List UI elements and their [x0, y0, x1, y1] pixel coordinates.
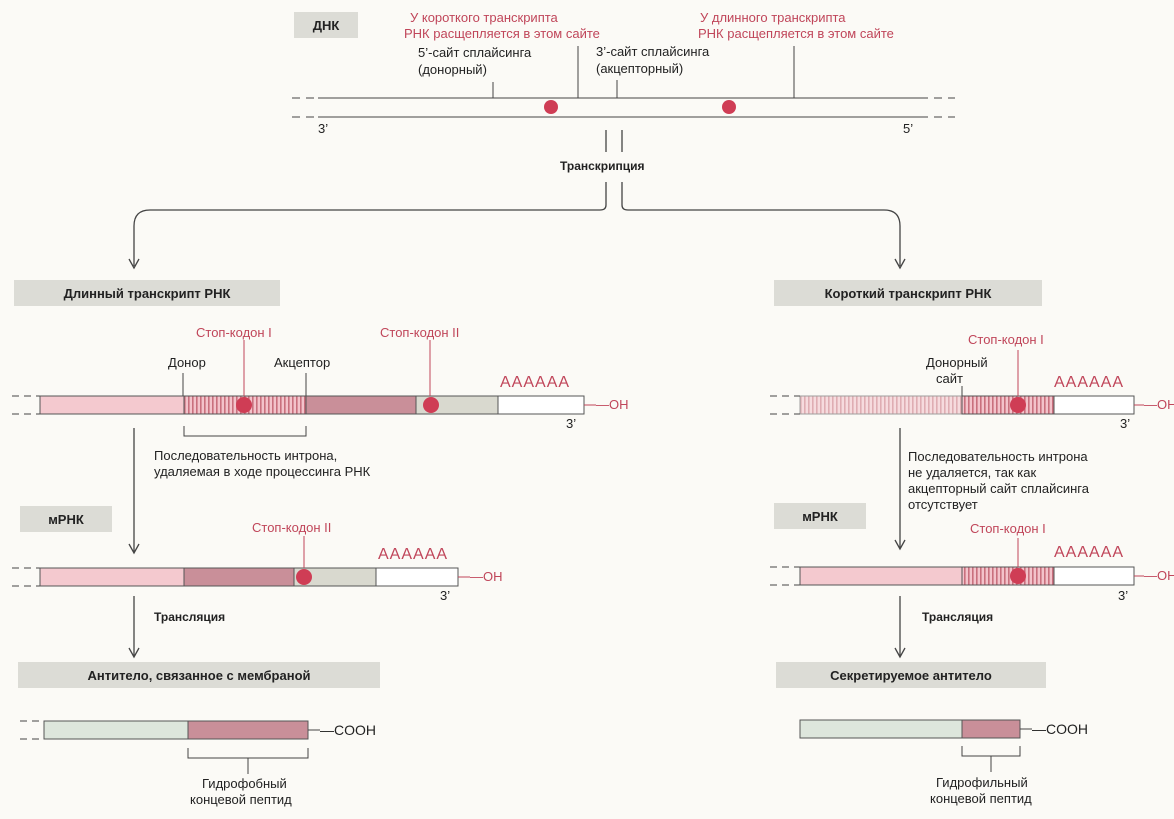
intron-retained-line1: Последовательность интрона: [908, 449, 1088, 464]
transcription-arrows: [128, 130, 906, 270]
long-transcript-title: Длинный транскрипт РНК: [14, 280, 280, 306]
acceptor-label: Акцептор: [274, 355, 331, 370]
membrane-antibody-title: Антитело, связанное с мембраной: [18, 662, 380, 688]
short-transcript-title: Короткий транскрипт РНК: [774, 280, 1042, 306]
mrna-stop-codon-2-dot: [296, 569, 312, 585]
hydrophobic-bracket: [187, 748, 309, 774]
long-stop-codon-2-label: Стоп-кодон II: [380, 325, 460, 340]
intron-retained-line4: отсутствует: [908, 497, 978, 512]
dna-strand: [292, 97, 955, 118]
hydrophobic-peptide-line1: Гидрофобный: [202, 776, 287, 791]
short-polya-tail: АААААА: [1054, 374, 1125, 391]
acceptor-site-label-line2: (акцепторный): [596, 61, 684, 76]
hydrophilic-peptide-line1: Гидрофильный: [936, 775, 1028, 790]
long-stop-codon-1-label: Стоп-кодон I: [196, 325, 272, 340]
short-mrna-stop-codon-1-dot: [1010, 568, 1026, 584]
right-translation-label: Трансляция: [922, 610, 994, 624]
short-donor-site-line1: Донорный: [926, 355, 988, 370]
long-polya-tail: АААААА: [500, 374, 571, 391]
long-cleave-note-line1: У длинного транскрипта: [700, 10, 846, 25]
short-mrna: [770, 538, 1144, 586]
long-end-3: 3’: [566, 416, 577, 431]
long-pointer-lines: [182, 340, 431, 396]
short-end-3: 3’: [1120, 416, 1131, 431]
short-mrna-polya-tail: АААААА: [1054, 544, 1125, 561]
long-stop-codon-1-dot: [236, 397, 252, 413]
hydrophilic-peptide-line2: концевой пептид: [930, 791, 1032, 806]
short-mrna-end-3: 3’: [1118, 588, 1129, 603]
left-translation-label: Трансляция: [154, 610, 226, 624]
mrna-polya-tail: АААААА: [378, 546, 449, 563]
long-transcript-rna: [12, 395, 596, 415]
right-mrna-label: мРНК: [774, 503, 866, 529]
donor-site-label-line2: (донорный): [418, 62, 487, 77]
dna-end-5: 5’: [903, 121, 914, 136]
mrna-stop-codon-2-label: Стоп-кодон II: [252, 520, 332, 535]
secreted-antibody: [799, 719, 1032, 772]
short-cleave-note-line2: РНК расщепляется в этом сайте: [404, 26, 600, 41]
short-mrna-oh-end: —OH: [1144, 568, 1174, 583]
long-stop-codon-2-dot: [423, 397, 439, 413]
right-process-arrows: [894, 428, 906, 659]
mrna-end-3: 3’: [440, 588, 451, 603]
short-stop-codon-1-label: Стоп-кодон I: [968, 332, 1044, 347]
donor-site-label-line1: 5’-сайт сплайсинга: [418, 45, 532, 60]
dna-cleave-site-short: [544, 100, 558, 114]
transcription-label: Транскрипция: [560, 159, 645, 173]
long-cleave-note-line2: РНК расщепляется в этом сайте: [698, 26, 894, 41]
hydrophilic-bracket: [961, 746, 1021, 772]
long-intron-bracket: [183, 426, 307, 437]
intron-retained-line3: акцепторный сайт сплайсинга: [908, 481, 1089, 496]
membrane-cooh: —COOH: [320, 722, 376, 738]
intron-removed-line2: удаляемая в ходе процессинга РНК: [154, 464, 371, 479]
dna-end-3: 3’: [318, 121, 329, 136]
short-cleave-note-line1: У короткого транскрипта: [410, 10, 558, 25]
short-stop-codon-1-dot: [1010, 397, 1026, 413]
hydrophobic-peptide-line2: концевой пептид: [190, 792, 292, 807]
left-process-arrows: [128, 428, 140, 659]
acceptor-site-label-line1: 3’-сайт сплайсинга: [596, 44, 710, 59]
short-donor-site-line2: сайт: [936, 371, 963, 386]
mrna-oh-end: —OH: [470, 569, 503, 584]
dna-pointer-lines: [492, 46, 795, 98]
secreted-antibody-title: Секретируемое антитело: [776, 662, 1046, 688]
intron-removed-line1: Последовательность интрона,: [154, 448, 338, 463]
short-mrna-stop-codon-1-label: Стоп-кодон I: [970, 521, 1046, 536]
short-transcript-rna: [770, 350, 1144, 415]
long-mrna: [12, 536, 470, 587]
membrane-antibody: [20, 720, 320, 774]
long-oh-end: —OH: [596, 397, 629, 412]
short-oh-end: —OH: [1144, 397, 1174, 412]
dna-label: ДНК: [294, 12, 358, 38]
secreted-cooh: —COOH: [1032, 721, 1088, 737]
intron-retained-line2: не удаляется, так как: [908, 465, 1037, 480]
dna-cleave-site-long: [722, 100, 736, 114]
donor-label: Донор: [168, 355, 206, 370]
left-mrna-label: мРНК: [20, 506, 112, 532]
